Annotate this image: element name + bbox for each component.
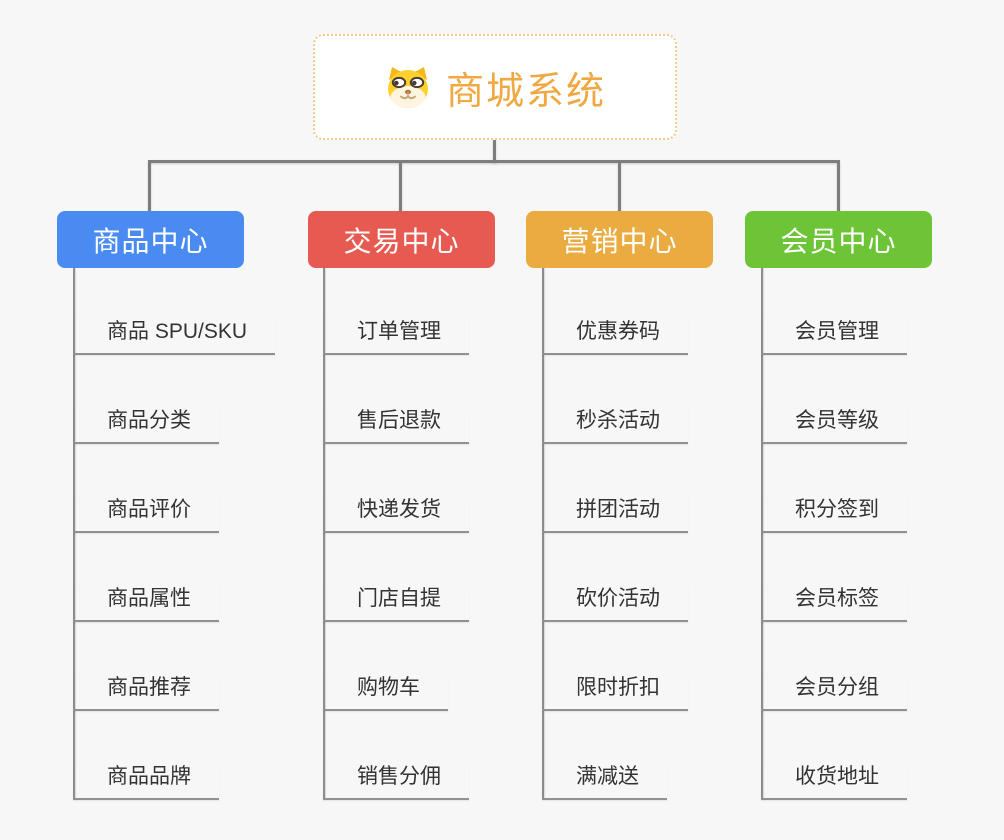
spine-marketing-center (542, 268, 544, 800)
subtopic-node[interactable]: 会员分组 (761, 675, 907, 711)
branch-node-marketing-center[interactable]: 营销中心 (526, 211, 713, 268)
subtopic-node[interactable]: 拼团活动 (542, 497, 688, 533)
root-title: 商城系统 (445, 70, 606, 113)
subtopic-node[interactable]: 满减送 (542, 764, 667, 800)
subtopic-node[interactable]: 会员标签 (761, 586, 907, 622)
subtopic-node[interactable]: 销售分佣 (323, 764, 469, 800)
branch-node-product-center[interactable]: 商品中心 (57, 211, 244, 268)
connector-drop-member-center (837, 163, 840, 211)
subtopic-node[interactable]: 商品推荐 (73, 675, 219, 711)
spine-trade-center (323, 268, 325, 800)
branch-label: 商品中心 (92, 225, 209, 257)
connector-drop-product-center (148, 163, 151, 211)
root-node[interactable]: 商城系统 (313, 34, 677, 140)
subtopic-node[interactable]: 商品 SPU/SKU (73, 319, 276, 355)
subtopic-node[interactable]: 购物车 (323, 675, 448, 711)
connector-horizontal-bus (148, 160, 840, 163)
subtopic-node[interactable]: 快递发货 (323, 497, 469, 533)
subtopic-node[interactable]: 秒杀活动 (542, 408, 688, 444)
connector-drop-marketing-center (618, 163, 621, 211)
subtopic-node[interactable]: 商品分类 (73, 408, 219, 444)
branch-label: 会员中心 (780, 225, 897, 257)
subtopic-node[interactable]: 商品品牌 (73, 764, 219, 800)
spine-product-center (73, 268, 75, 800)
branch-node-member-center[interactable]: 会员中心 (745, 211, 932, 268)
subtopic-node[interactable]: 商品属性 (73, 586, 219, 622)
branch-label: 营销中心 (561, 225, 678, 257)
subtopic-node[interactable]: 优惠券码 (542, 319, 688, 355)
connector-drop-trade-center (399, 163, 402, 211)
subtopic-node[interactable]: 砍价活动 (542, 586, 688, 622)
subtopic-node[interactable]: 收货地址 (761, 764, 907, 800)
subtopic-node[interactable]: 会员管理 (761, 319, 907, 355)
subtopic-node[interactable]: 门店自提 (323, 586, 469, 622)
branch-label: 交易中心 (343, 225, 460, 257)
subtopic-node[interactable]: 会员等级 (761, 408, 907, 444)
branch-node-trade-center[interactable]: 交易中心 (308, 211, 495, 268)
subtopic-node[interactable]: 限时折扣 (542, 675, 688, 711)
subtopic-node[interactable]: 订单管理 (323, 319, 469, 355)
subtopic-node[interactable]: 商品评价 (73, 497, 219, 533)
subtopic-node[interactable]: 售后退款 (323, 408, 469, 444)
connector-root-drop (493, 140, 496, 163)
subtopic-node[interactable]: 积分签到 (761, 497, 907, 533)
shiba-dog-icon (384, 65, 432, 109)
spine-member-center (761, 268, 763, 800)
